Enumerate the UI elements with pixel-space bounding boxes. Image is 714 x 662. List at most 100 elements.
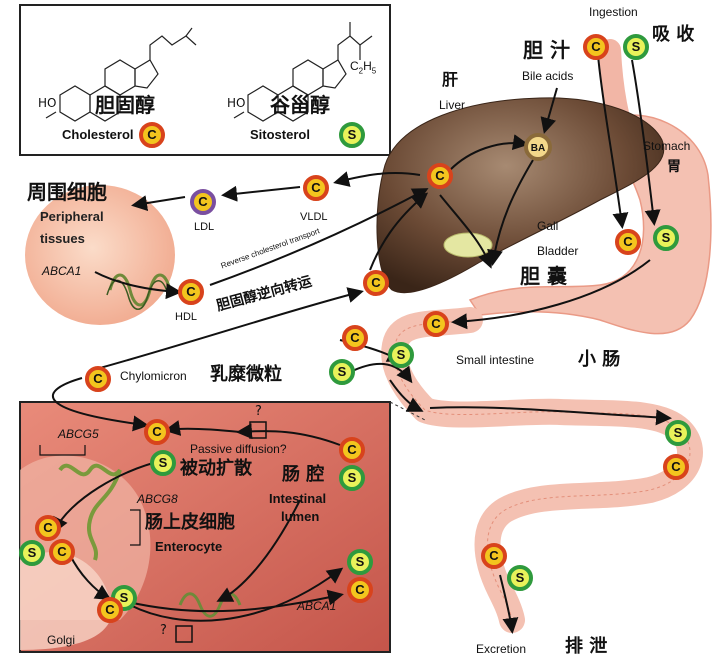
sitosterol-en: Sitosterol [250,128,310,141]
lumen-en2: lumen [281,510,319,523]
ldl-c-marker: C [192,191,214,213]
enterocyte-zh: 肠上皮细胞 [145,514,235,532]
golgi-label: Golgi [47,634,75,646]
sitosterol-zh: 谷甾醇 [270,95,330,115]
svg-text:C: C [186,284,196,299]
cholesterol-en: Cholesterol [62,128,134,141]
golgi-c-marker: C [51,541,73,563]
small-intestine-en: Small intestine [456,354,534,366]
excretion-s-marker: S [509,567,531,589]
svg-text:S: S [338,364,347,379]
peripheral-zh: 周围细胞 [27,182,107,202]
excretion-en: Excretion [476,643,526,655]
colon-s-marker: S [667,422,689,444]
lumen-zh: 肠 腔 [282,466,324,484]
enterocyte-c-marker: C [146,421,168,443]
abca1-top-label: ABCA1 [42,265,81,277]
svg-text:C: C [371,275,381,290]
lumen-c2-marker: C [349,579,371,601]
lumen-c-marker: C [341,439,363,461]
vldl-label: VLDL [300,212,328,223]
small-intestine-zh: 小 肠 [578,351,620,369]
svg-text:S: S [662,230,671,245]
colon-c-marker: C [665,456,687,478]
ingestion-c-marker: C [585,36,607,58]
enterocyte-en: Enterocyte [155,540,222,553]
chylomicron-c-marker: C [87,368,109,390]
intestine-c-marker: C [425,313,447,335]
svg-text:C: C [311,180,321,195]
abcg5-label: ABCG5 [58,428,99,440]
stomach-s-marker: S [655,227,677,249]
question-bottom: ? [160,624,167,637]
ba-marker: BA [526,135,550,159]
svg-text:C: C [198,194,208,209]
gallbladder-zh: 胆 囊 [520,266,567,286]
excretion-c-marker: C [483,545,505,567]
svg-text:S: S [632,39,641,54]
cholesterol-ho: HO [38,97,56,109]
svg-text:C: C [152,424,162,439]
sitosterol-ho: HO [227,97,245,109]
enterocyte-s-marker: S [152,452,174,474]
passive-label: Passive diffusion? [190,443,287,455]
golgi-s-marker: S [21,542,43,564]
svg-text:C: C [591,39,601,54]
liver-c-marker: C [429,165,451,187]
ingestion-s-marker: S [625,36,647,58]
svg-text:S: S [159,455,168,470]
passive-zh: 被动扩散 [180,460,252,478]
svg-text:S: S [28,545,37,560]
lumen-s2-marker: S [349,551,371,573]
gall-label: Gall [537,220,558,232]
hdl-c-marker: C [180,281,202,303]
question-top: ? [255,405,262,418]
ethyl-group: C2H5 [350,60,376,75]
intestine-outline [394,320,690,620]
svg-text:C: C [489,548,499,563]
absorb-zh: 吸 收 [652,26,694,44]
export-c-marker: C [99,599,121,621]
abcg8-label: ABCG8 [137,493,178,505]
svg-text:S: S [356,554,365,569]
bladder-label: Bladder [537,245,578,257]
bile-zh: 胆 汁 [523,40,570,60]
svg-text:C: C [355,582,365,597]
stomach-c-marker: C [617,231,639,253]
ldl-label: LDL [194,222,214,233]
small-intestine [394,320,690,620]
svg-text:C: C [347,442,357,457]
intestine-c2-marker: C [344,327,366,349]
svg-text:S: S [397,347,406,362]
peripheral-en1: Peripheral [40,210,104,223]
enterocyte-c2-marker: C [37,517,59,539]
svg-text:C: C [57,544,67,559]
intestine-s-marker: S [390,344,412,366]
stomach-en: Stomach [643,140,690,152]
svg-text:C: C [147,127,157,142]
liver-entry-c-marker: C [365,272,387,294]
lumen-s-marker: S [341,467,363,489]
svg-text:C: C [105,602,115,617]
cholesterol-marker: C [141,124,163,146]
svg-text:C: C [671,459,681,474]
stomach-zh: 胃 [667,160,681,174]
svg-text:S: S [674,425,683,440]
chylomicron-en: Chylomicron [120,370,187,382]
svg-text:C: C [43,520,53,535]
liver-zh: 肝 [442,72,458,88]
svg-text:C: C [350,330,360,345]
svg-text:S: S [348,470,357,485]
svg-text:C: C [623,234,633,249]
svg-text:BA: BA [531,143,545,154]
liver-en: Liver [439,99,465,111]
arrow-vldl-ldl [225,187,300,195]
lumen-en1: Intestinal [269,492,326,505]
hdl-label: HDL [175,312,197,323]
intestine-s2-marker: S [331,361,353,383]
bile-acids-label: Bile acids [522,70,573,82]
abca1-bottom-label: ABCA1 [297,600,336,612]
svg-text:C: C [93,371,103,386]
svg-text:C: C [431,316,441,331]
